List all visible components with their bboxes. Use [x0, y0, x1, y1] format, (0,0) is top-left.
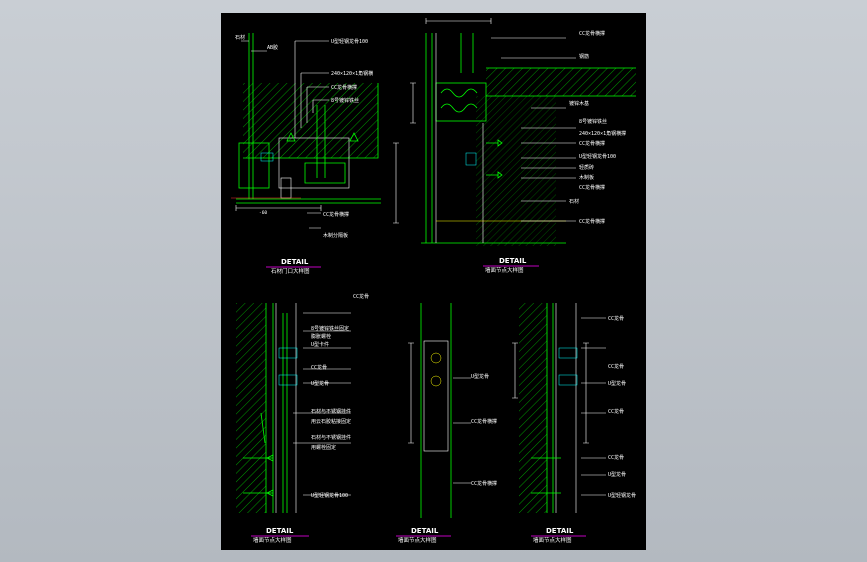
d3-title: DETAIL	[266, 527, 294, 535]
d5-label-2: CC龙骨	[608, 363, 624, 370]
detail-4: U型龙骨 CC龙骨横撑 CC龙骨横撑 DETAIL 墙面节点大样图	[396, 303, 497, 544]
d2-label-3: 镀锌木基	[569, 100, 589, 107]
detail-1-labels: 石材 AB胶 U型轻钢龙骨100 240×120×1角钢横 CC龙骨横撑 8号镀…	[235, 34, 373, 239]
d3-label-2: 8号镀锌铁丝固定	[311, 325, 349, 332]
d5-title: DETAIL	[546, 527, 574, 535]
d3-label-3: 膨胀螺栓	[311, 333, 331, 340]
d1-label-8: 木制分隔板	[323, 232, 348, 239]
detail-2: CC龙骨横撑 钢筋 镀锌木基 8号镀锌铁丝 240×120×1角钢横撑 CC龙骨…	[410, 18, 636, 274]
wall-hatch	[243, 83, 378, 158]
drawing-sheet: 石材 AB胶 U型轻钢龙骨100 240×120×1角钢横 CC龙骨横撑 8号镀…	[221, 13, 646, 550]
d5-label-3: U型龙骨	[608, 380, 626, 387]
d2-label-2: 钢筋	[579, 53, 589, 60]
d2-label-8: 轻质砖	[579, 164, 594, 171]
d2-title: DETAIL	[499, 257, 527, 265]
d1-label-5: CC龙骨横撑	[331, 84, 357, 91]
d3-subtitle: 墙面节点大样图	[253, 536, 292, 544]
d2-label-6: CC龙骨横撑	[579, 140, 605, 147]
d5-label-5: CC龙骨	[608, 454, 624, 461]
d1-title: DETAIL	[281, 258, 309, 266]
d2-label-1: CC龙骨横撑	[579, 30, 605, 37]
d2-label-4: 8号镀锌铁丝	[579, 118, 607, 125]
d5-label-6: U型龙骨	[608, 471, 626, 478]
d1-label-6: 8号镀锌铁丝	[331, 97, 359, 104]
detail-4-labels: U型龙骨 CC龙骨横撑 CC龙骨横撑	[471, 373, 497, 487]
d2-label-5: 240×120×1角钢横撑	[579, 130, 626, 137]
d5-label-4: CC龙骨	[608, 408, 624, 415]
d3-label-1: CC龙骨	[353, 293, 369, 300]
d3-label-7: 石材与不锈钢挂件	[311, 408, 351, 415]
d4-label-2: CC龙骨横撑	[471, 418, 497, 425]
detail-2-labels: CC龙骨横撑 钢筋 镀锌木基 8号镀锌铁丝 240×120×1角钢横撑 CC龙骨…	[569, 30, 626, 225]
d3-label-5: CC龙骨	[311, 364, 327, 371]
d1-label-1: 石材	[235, 34, 245, 41]
d5-label-1: CC龙骨	[608, 315, 624, 322]
cad-drawing: 石材 AB胶 U型轻钢龙骨100 240×120×1角钢横 CC龙骨横撑 8号镀…	[231, 18, 636, 544]
d5-subtitle: 墙面节点大样图	[533, 536, 572, 544]
d3-label-8: 用云石胶粘接固定	[311, 418, 351, 425]
detail-5: CC龙骨 CC龙骨 U型龙骨 CC龙骨 CC龙骨 U型龙骨 U型轻钢龙骨 DET…	[512, 303, 636, 544]
d1-subtitle: 石材门口大样图	[271, 267, 310, 275]
d4-label-1: U型龙骨	[471, 373, 489, 380]
d3-label-4: U型卡件	[311, 341, 329, 348]
d4-subtitle: 墙面节点大样图	[398, 536, 437, 544]
detail-5-labels: CC龙骨 CC龙骨 U型龙骨 CC龙骨 CC龙骨 U型龙骨 U型轻钢龙骨	[608, 315, 636, 499]
d3-label-10: 用螺栓固定	[311, 444, 336, 451]
d2-label-11: 石材	[569, 198, 579, 205]
d1-label-3: U型轻钢龙骨100	[331, 38, 368, 45]
d2-label-9: 木制板	[579, 174, 594, 181]
detail-1: 石材 AB胶 U型轻钢龙骨100 240×120×1角钢横 CC龙骨横撑 8号镀…	[231, 33, 399, 275]
d4-title: DETAIL	[411, 527, 439, 535]
d5-label-7: U型轻钢龙骨	[608, 492, 636, 499]
d2-label-10: CC龙骨横撑	[579, 184, 605, 191]
d3-label-9: 石材与不锈钢挂件	[311, 434, 351, 441]
d2-subtitle: 墙面节点大样图	[485, 266, 524, 274]
d4-label-3: CC龙骨横撑	[471, 480, 497, 487]
d1-label-4: 240×120×1角钢横	[331, 70, 373, 77]
d3-label-6: U型龙骨	[311, 380, 329, 387]
d1-dim: -60	[259, 210, 267, 216]
detail-3: CC龙骨 8号镀锌铁丝固定 膨胀螺栓 U型卡件 CC龙骨 U型龙骨 石材与不锈钢…	[236, 293, 369, 544]
d2-label-7: U型轻钢龙骨100	[579, 153, 616, 160]
d2-label-12: CC龙骨横撑	[579, 218, 605, 225]
detail-3-labels: CC龙骨 8号镀锌铁丝固定 膨胀螺栓 U型卡件 CC龙骨 U型龙骨 石材与不锈钢…	[311, 293, 369, 499]
d1-label-2: AB胶	[267, 44, 278, 51]
d3-label-11: U型轻钢龙骨100	[311, 492, 348, 499]
d1-label-7: CC龙骨横撑	[323, 211, 349, 218]
